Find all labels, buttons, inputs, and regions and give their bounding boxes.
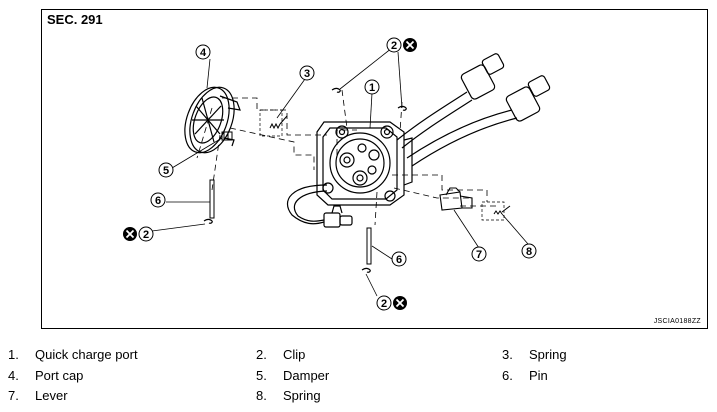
callout-8: 8 bbox=[521, 243, 537, 259]
legend-item-8: 8.Spring bbox=[256, 388, 321, 403]
damper bbox=[221, 131, 233, 141]
callout-7: 7 bbox=[471, 246, 487, 262]
exploded-view-illustration: 4 3 1 2 5 6 bbox=[123, 37, 551, 311]
legend-item-7: 7.Lever bbox=[8, 388, 68, 403]
callout-2-left: 2 bbox=[123, 226, 154, 242]
legend-item-3: 3.Spring bbox=[502, 347, 567, 362]
pin-left bbox=[209, 179, 215, 219]
svg-text:6: 6 bbox=[396, 254, 402, 266]
clip-parts bbox=[203, 87, 407, 273]
svg-text:4: 4 bbox=[200, 47, 207, 59]
pin-bottom bbox=[366, 227, 372, 265]
lever bbox=[439, 187, 473, 211]
legend-item-5: 5.Damper bbox=[256, 368, 330, 383]
wiring-harness bbox=[286, 53, 551, 228]
callout-3: 3 bbox=[299, 65, 315, 81]
svg-text:1: 1 bbox=[369, 82, 375, 94]
spring-lower bbox=[481, 201, 511, 221]
callout-1: 1 bbox=[364, 79, 380, 95]
svg-text:2: 2 bbox=[391, 40, 397, 52]
spring-upper bbox=[259, 109, 288, 137]
svg-text:8: 8 bbox=[526, 246, 532, 258]
callout-6-left: 6 bbox=[150, 192, 166, 208]
leader-lines bbox=[151, 47, 529, 297]
figure-code: JSCIA0188ZZ bbox=[653, 318, 701, 325]
callout-6-bottom: 6 bbox=[391, 251, 407, 267]
svg-text:5: 5 bbox=[163, 165, 169, 177]
do-not-reuse-icon bbox=[403, 38, 417, 52]
svg-text:7: 7 bbox=[476, 249, 482, 261]
parts-legend: 1.Quick charge port 2.Clip 3.Spring 4.Po… bbox=[0, 340, 717, 410]
port-cap bbox=[184, 86, 241, 154]
do-not-reuse-icon bbox=[123, 227, 137, 241]
svg-text:6: 6 bbox=[155, 195, 161, 207]
legend-item-1: 1.Quick charge port bbox=[8, 347, 138, 362]
do-not-reuse-icon bbox=[393, 296, 407, 310]
callout-2-top: 2 bbox=[386, 37, 417, 53]
diagram-frame: SEC. 291 bbox=[41, 9, 708, 329]
quick-charge-port bbox=[316, 121, 413, 206]
svg-text:2: 2 bbox=[143, 229, 149, 241]
legend-item-4: 4.Port cap bbox=[8, 368, 84, 383]
section-label: SEC. 291 bbox=[47, 12, 103, 27]
legend-item-2: 2.Clip bbox=[256, 347, 306, 362]
callout-5: 5 bbox=[158, 162, 174, 178]
callout-4: 4 bbox=[195, 44, 211, 60]
legend-item-6: 6.Pin bbox=[502, 368, 548, 383]
svg-text:2: 2 bbox=[381, 298, 387, 310]
callout-2-bottom: 2 bbox=[376, 295, 407, 311]
svg-text:3: 3 bbox=[304, 68, 310, 80]
